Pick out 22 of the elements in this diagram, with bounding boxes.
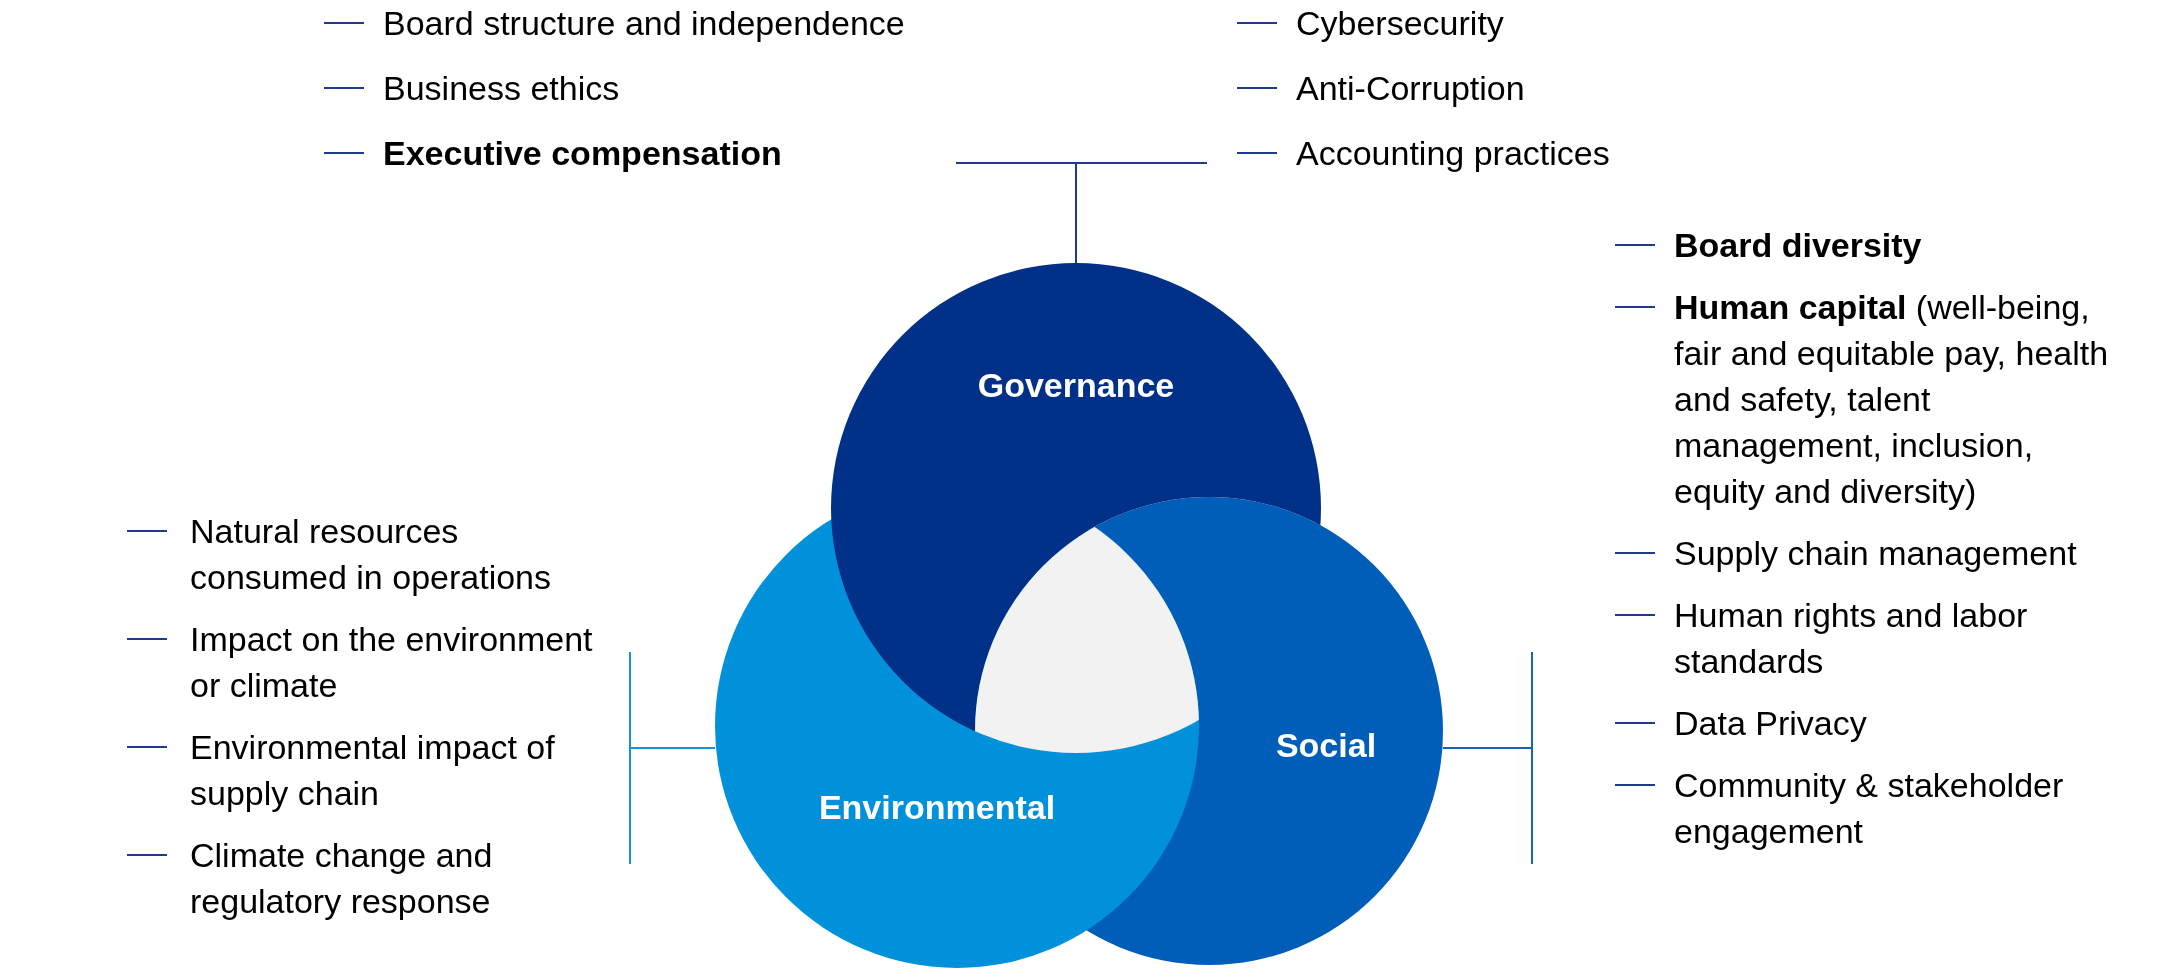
list-item-text: Anti-Corruption [1296, 68, 1526, 109]
list-item-text: Cybersecurity [1296, 3, 1505, 44]
bracket-connector [629, 651, 716, 865]
list-item-text: Board structure and independence [383, 3, 906, 44]
list-item-text: Accounting practices [1296, 133, 1611, 174]
circle-label: Governance [977, 365, 1175, 405]
list-item-text: Business ethics [383, 68, 621, 109]
circle-label: Social [1275, 725, 1377, 765]
bracket-connector [1442, 651, 1533, 865]
circle-label: Environmental [818, 787, 1056, 827]
list-item-text: Environmental impact of supply chain [190, 727, 556, 814]
list-item-text: Data Privacy [1674, 703, 1868, 744]
list-item-text: Board diversity [1674, 225, 1923, 266]
list-item-text: Human capital (well-being, fair and equitable pay, health and safety, talent management, inclusion, equity and diversity) [1674, 287, 2110, 512]
list-item-text: Community & stakeholder engagement [1674, 765, 2065, 852]
list-item-text: Supply chain management [1674, 533, 2078, 574]
list-item-text: Natural resources consumed in operations [190, 511, 552, 598]
list-item-text: Executive compensation [383, 133, 783, 174]
list-item-text: Impact on the environment or climate [190, 619, 594, 706]
list-item-text: Climate change and regulatory response [190, 835, 494, 922]
bracket-connector [955, 162, 1208, 264]
list-item-text: Human rights and labor standards [1674, 595, 2029, 682]
